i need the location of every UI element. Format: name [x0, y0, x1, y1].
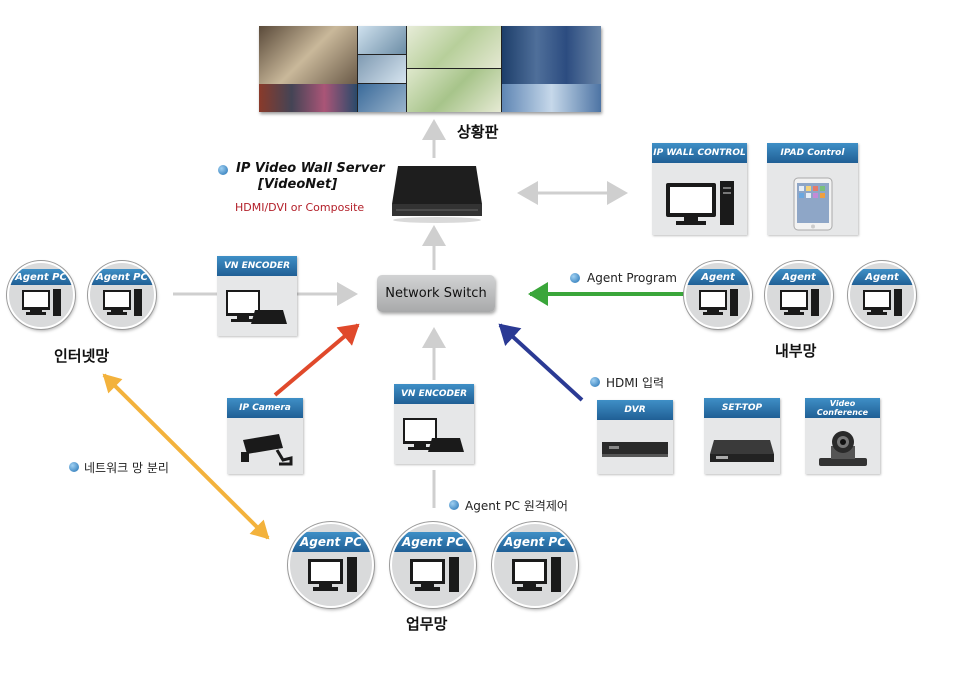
desktop-pc-icon [410, 557, 459, 592]
arrow-camera-to-switch [273, 323, 360, 397]
agent-program-bullet-icon [570, 273, 580, 283]
internal-agent-3: Agent [848, 261, 916, 329]
ipad-control-label: IPAD Control [767, 143, 858, 163]
agent-label: Agent PC [90, 269, 154, 285]
agent-label: Agent [686, 269, 750, 285]
separation-bullet-icon [69, 462, 79, 472]
cctv-camera-icon [241, 434, 293, 466]
remote-control-note: Agent PC 원격제어 [465, 499, 568, 513]
internet-network-label: 인터넷망 [54, 347, 110, 365]
internet-agent-pc-1: Agent PC [7, 261, 75, 329]
agent-label: Agent PC [290, 532, 372, 552]
business-agent-pc-3: Agent PC [492, 522, 578, 608]
internal-network-label: 내부망 [775, 342, 817, 360]
hdmi-bullet-icon [590, 377, 600, 387]
vn-encoder-label: VN ENCODER [217, 256, 297, 276]
agent-label: Agent [767, 269, 831, 285]
ipad-control-card: IPAD Control [767, 143, 858, 235]
arrow-hdmi-to-switch [498, 323, 584, 402]
desktop-pc-icon [22, 289, 61, 316]
video-wall-display [259, 26, 601, 112]
arrow-network-separation [102, 373, 270, 540]
desktop-pc-icon [780, 289, 819, 316]
internet-vn-encoder-card: VN ENCODER [217, 256, 297, 336]
desktop-pc-icon [666, 181, 734, 225]
agent-label: Agent PC [392, 532, 474, 552]
center-vn-encoder-card: VN ENCODER [394, 384, 474, 464]
encoder-icon [403, 418, 464, 452]
internal-agent-1: Agent [684, 261, 752, 329]
internet-agent-pc-2: Agent PC [88, 261, 156, 329]
video-conference-card: Video Conference [805, 398, 880, 474]
server-device-icon [392, 166, 482, 223]
desktop-pc-icon [103, 289, 142, 316]
ip-camera-label: IP Camera [227, 398, 303, 418]
agent-label: Agent [850, 269, 914, 285]
server-sub: [VideoNet] [258, 177, 338, 192]
video-conference-label: Video Conference [805, 398, 880, 418]
ip-wall-control-card: IP WALL CONTROL [652, 143, 747, 235]
business-network-label: 업무망 [406, 615, 448, 633]
agent-label: Agent PC [9, 269, 73, 285]
set-top-label: SET-TOP [704, 398, 780, 418]
dvr-card: DVR [597, 400, 673, 474]
network-switch: Network Switch [377, 275, 495, 312]
agent-program-note: Agent Program [587, 271, 677, 285]
server-note: HDMI/DVI or Composite [235, 201, 365, 214]
desktop-pc-icon [699, 289, 738, 316]
desktop-pc-icon [863, 289, 902, 316]
desktop-pc-icon [512, 557, 561, 592]
encoder-icon [226, 290, 287, 324]
server-name: IP Video Wall Server [236, 161, 385, 176]
dvr-label: DVR [597, 400, 673, 420]
agent-label: Agent PC [494, 532, 576, 552]
server-bullet-icon [218, 165, 228, 175]
situation-board-label: 상황판 [457, 123, 499, 141]
ip-camera-card: IP Camera [227, 398, 303, 474]
ip-wall-control-label: IP WALL CONTROL [652, 143, 747, 163]
set-top-card: SET-TOP [704, 398, 780, 474]
desktop-pc-icon [308, 557, 357, 592]
network-separation-note: 네트워크 망 분리 [84, 461, 169, 475]
business-agent-pc-2: Agent PC [390, 522, 476, 608]
hdmi-note: HDMI 입력 [606, 376, 665, 390]
remote-bullet-icon [449, 500, 459, 510]
tablet-icon [793, 177, 833, 231]
set-top-box-icon [710, 440, 774, 462]
dvr-icon [602, 442, 668, 457]
internal-agent-2: Agent [765, 261, 833, 329]
vn-encoder-label: VN ENCODER [394, 384, 474, 404]
ptz-camera-icon [819, 431, 867, 466]
business-agent-pc-1: Agent PC [288, 522, 374, 608]
